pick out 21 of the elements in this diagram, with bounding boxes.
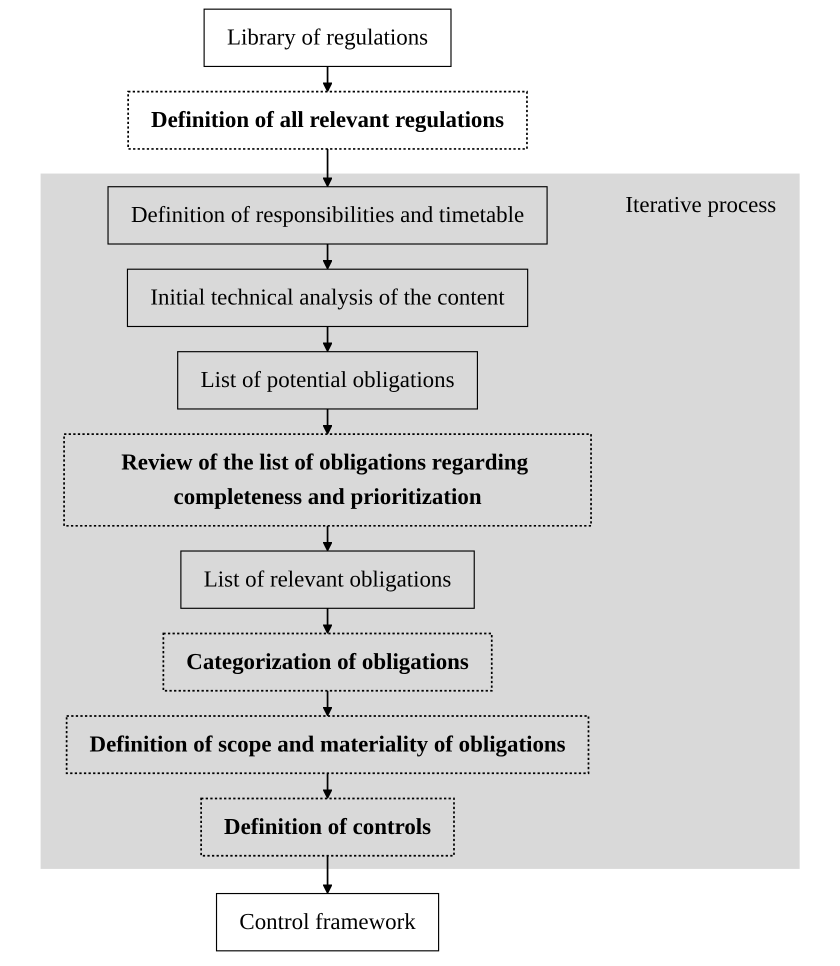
arrow — [322, 856, 332, 894]
node-box: Review of the list of obligations regarding completeness and prioritization — [63, 433, 592, 527]
arrow — [322, 773, 332, 799]
arrow — [322, 690, 332, 716]
node-box: Categorization of obligations — [162, 632, 492, 692]
arrow — [322, 608, 332, 634]
node-box: Definition of scope and materiality of obligations — [66, 715, 590, 774]
arrow — [322, 244, 332, 270]
node-box: Definition of all relevant regulations — [127, 90, 528, 150]
arrow — [322, 326, 332, 352]
arrow — [322, 148, 332, 188]
arrow — [322, 408, 332, 435]
arrow — [322, 66, 332, 92]
node-box: Definition of responsibilities and timetable — [107, 186, 548, 245]
node-box: Library of regulations — [203, 8, 452, 68]
arrow — [322, 526, 332, 552]
node-box: Initial technical analysis of the content — [126, 268, 528, 328]
node-box: Control framework — [216, 892, 440, 952]
node-box: Definition of controls — [200, 798, 455, 857]
node-box: List of potential obligations — [177, 351, 478, 410]
node-box: List of relevant obligations — [180, 550, 475, 609]
